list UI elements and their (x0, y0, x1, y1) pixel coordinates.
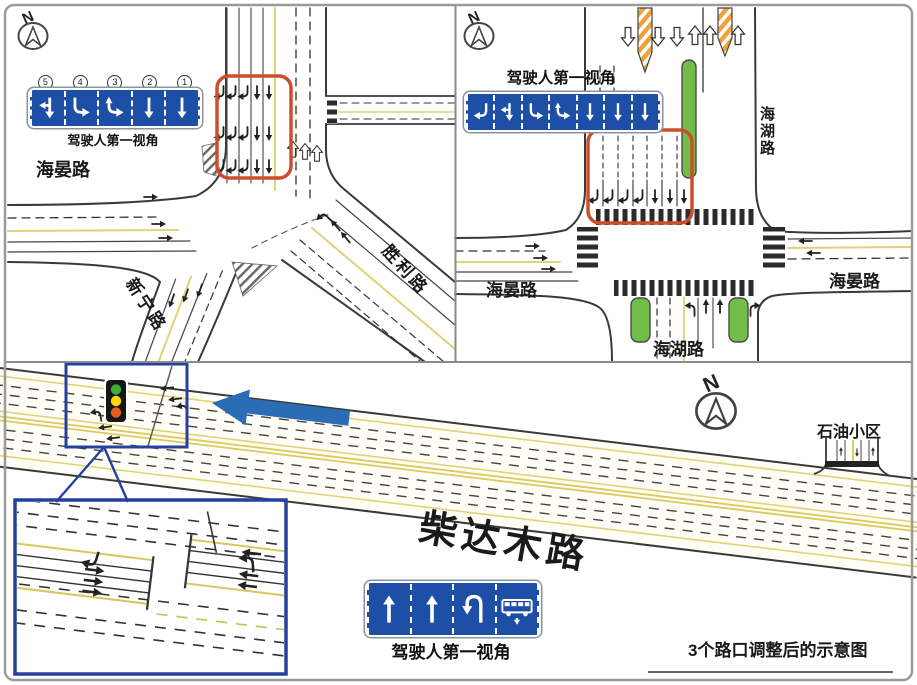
straight-arrow-icon (575, 95, 603, 129)
compass-top-left: N (16, 6, 50, 57)
straight-arrow-icon (630, 95, 660, 129)
straight-arrow-icon (130, 91, 165, 125)
lane-sign-top-left (28, 88, 202, 128)
sign-caption-top-right: 驾驶人第一视角 (506, 70, 616, 87)
left-turn-arrow-icon (520, 95, 548, 129)
zoom-inset-box (13, 498, 288, 676)
sign-caption-top-left: 驾驶人第一视角 (67, 133, 159, 148)
left-turn-arrow-icon (63, 91, 98, 125)
straight-arrow-icon (409, 584, 453, 634)
traffic-light-green (110, 384, 122, 395)
road-label-haiyan-west-tl: 海晏路 (36, 160, 90, 180)
u-turn-arrow-icon (452, 584, 495, 634)
outer-border (3, 3, 914, 682)
compass-icon (17, 22, 49, 50)
crosswalk-north (596, 209, 754, 225)
highlight-box-top-left (215, 74, 293, 180)
road-label-haiyan-east-tr: 海晏路 (829, 272, 880, 291)
left-then-straight-arrow-icon (30, 91, 64, 125)
zoom-inset-content (17, 502, 284, 662)
diagram-note: 3个路口调整后的示意图 (688, 641, 868, 660)
compass-top-right: N (462, 6, 496, 57)
lane-sign-top-right (464, 92, 662, 132)
crosswalk-south (614, 280, 757, 296)
traffic-light-red (110, 407, 122, 418)
u-turn-arrow-icon (466, 95, 493, 129)
compass-icon (695, 392, 737, 430)
straight-arrow-icon (603, 95, 630, 129)
road-label-haiyan-west-tr: 海晏路 (486, 281, 537, 300)
compass-bottom: N (693, 368, 739, 438)
bus-lane-icon (494, 584, 539, 634)
lane-sign-bottom (365, 581, 541, 637)
zoom-source-box (64, 362, 189, 449)
road-label-haihu-south: 海湖路 (653, 340, 704, 359)
turn-then-straight-arrow-icon (97, 91, 131, 125)
compass-icon (463, 22, 495, 50)
top-right-intersection (454, 7, 913, 363)
median-green-south-right (728, 297, 749, 343)
chaidamu-road (0, 362, 917, 676)
left-then-straight-arrow-icon (493, 95, 520, 129)
traffic-light-yellow (110, 395, 122, 407)
median-green-north (681, 59, 697, 179)
straight-arrow-icon (164, 91, 200, 125)
traffic-light (104, 378, 128, 424)
shiyou-access-road (813, 438, 891, 477)
sign-caption-bottom: 驾驶人第一视角 (391, 643, 511, 662)
crosswalk-east (763, 227, 785, 271)
crosswalk-west (577, 227, 598, 271)
top-left-intersection (7, 7, 456, 363)
district-label-shiyou: 石油小区 (817, 424, 882, 441)
direction-arrow-west (212, 389, 351, 426)
road-label-haihu-north: 海湖路 (758, 106, 775, 157)
straight-arrow-icon (367, 584, 410, 634)
median-green-south-left (630, 297, 651, 343)
turn-then-straight-arrow-icon (548, 95, 575, 129)
